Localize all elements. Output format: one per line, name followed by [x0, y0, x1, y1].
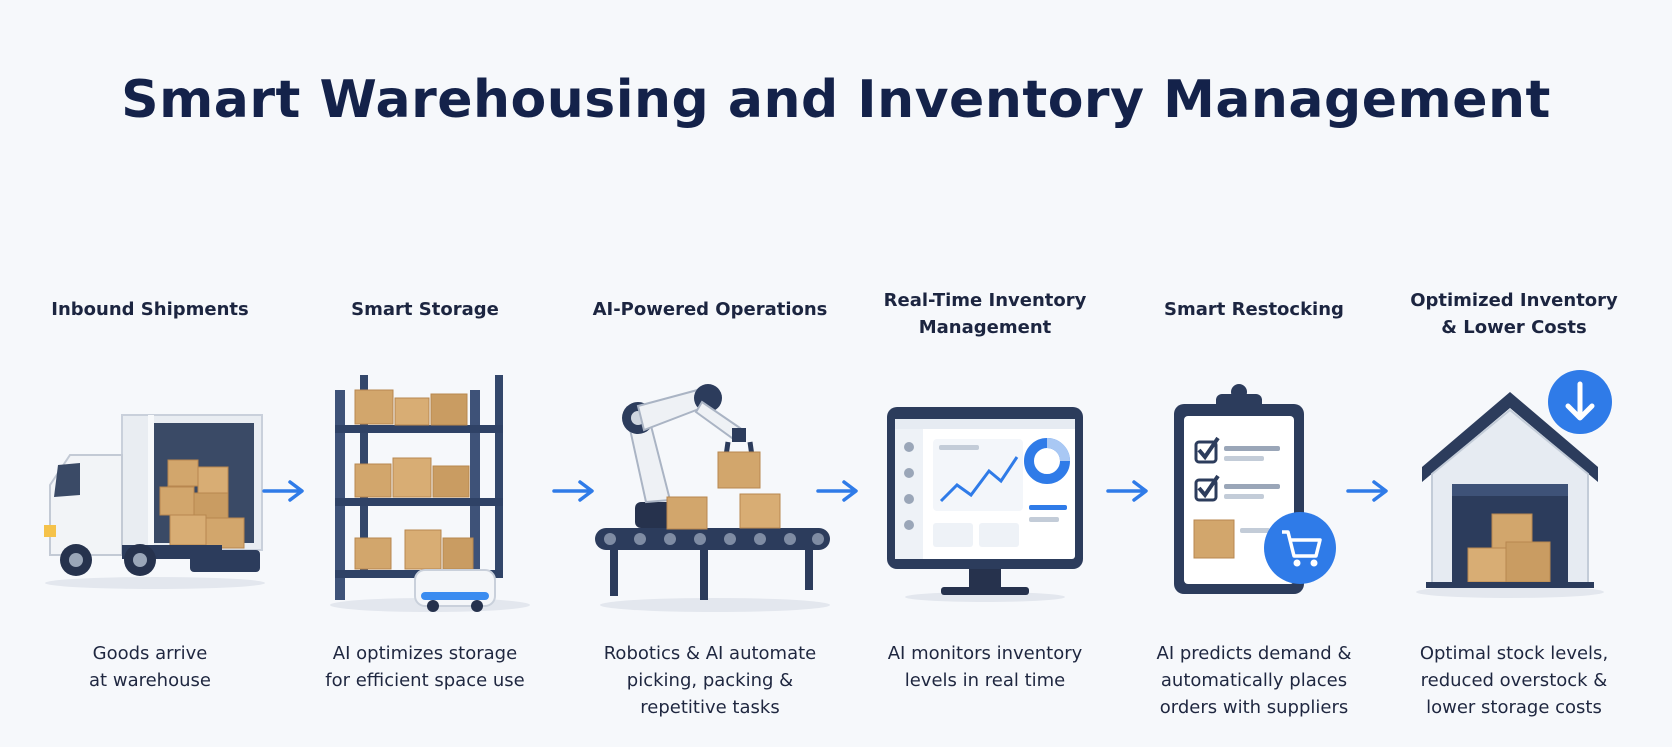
step-title: Smart Storage [351, 299, 499, 320]
step-title: Optimized Inventory & Lower Costs [1410, 290, 1618, 338]
arrow-right-icon [262, 480, 304, 502]
step-description: AI predicts demand & automatically place… [1156, 643, 1352, 718]
warehouse-icon [1416, 370, 1612, 598]
arrow-right-icon [1346, 480, 1388, 502]
step-description: AI optimizes storage for efficient space… [325, 643, 525, 691]
step-description: AI monitors inventory levels in real tim… [887, 643, 1083, 691]
step-title: Real-Time Inventory Management [883, 290, 1087, 338]
robotic-arm-icon [595, 384, 830, 612]
step-description: Optimal stock levels, reduced overstock … [1419, 643, 1609, 718]
monitor-dashboard-icon [887, 407, 1083, 602]
step-title: Inbound Shipments [51, 299, 249, 320]
page-title: Smart Warehousing and Inventory Manageme… [121, 70, 1551, 130]
clipboard-cart-icon [1174, 384, 1336, 594]
step-description: Goods arrive at warehouse [89, 643, 211, 691]
step-title: AI-Powered Operations [592, 299, 828, 320]
step-title: Smart Restocking [1164, 299, 1344, 320]
arrow-right-icon [1106, 480, 1148, 502]
arrow-right-icon [552, 480, 594, 502]
step-description: Robotics & AI automate picking, packing … [603, 643, 817, 718]
arrow-right-icon [816, 480, 858, 502]
storage-rack-icon [330, 375, 530, 612]
delivery-truck-icon [44, 414, 265, 589]
